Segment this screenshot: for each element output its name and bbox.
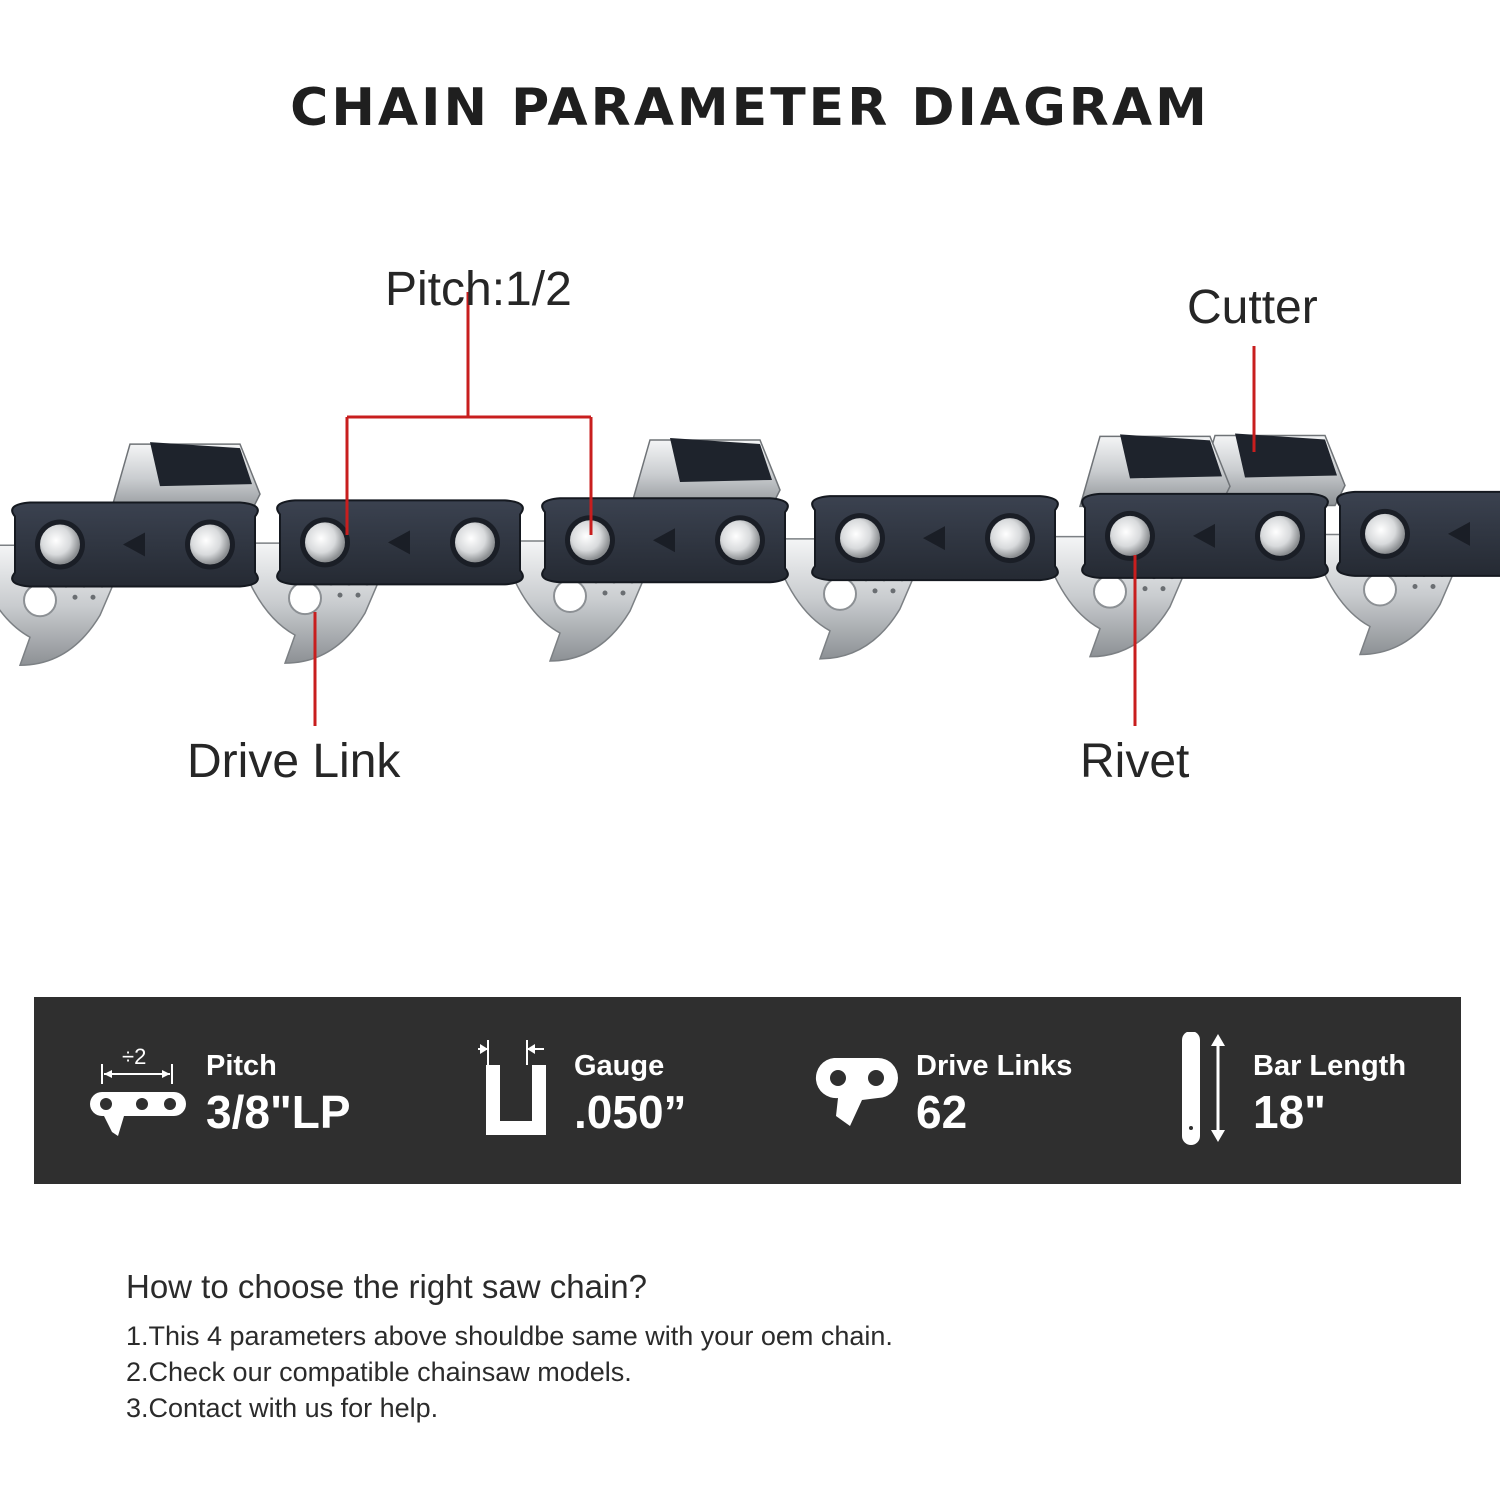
- rivet: [190, 524, 230, 565]
- spec-pitch-label: Pitch: [206, 1050, 277, 1082]
- cutter-left: [109, 442, 261, 515]
- chain-illustration: [0, 292, 1500, 726]
- drive-link-dot: [872, 588, 878, 594]
- side-link-mark: [388, 530, 410, 555]
- cutter-right: [1194, 433, 1346, 507]
- rivet: [720, 520, 760, 561]
- bar-length-icon: [1182, 1032, 1225, 1145]
- rivet: [840, 518, 880, 559]
- side-link-mark: [1448, 521, 1470, 546]
- spec-bar-length: Bar Length 18": [1174, 997, 1454, 1184]
- drive-link-hole: [23, 583, 57, 618]
- drive-link-callout-label: Drive Link: [187, 735, 401, 788]
- spec-pitch: ÷2 Pitch 3/8"LP: [84, 997, 414, 1184]
- spec-drive-links-value: 62: [916, 1086, 968, 1138]
- drive-link-dot: [72, 594, 78, 600]
- drive-link-dot: [602, 590, 608, 596]
- cutter-tooth: [1120, 434, 1222, 479]
- side-link-mark: [1193, 523, 1215, 548]
- howto-section: How to choose the right saw chain? 1.Thi…: [126, 1268, 1426, 1426]
- howto-step: 3.Contact with us for help.: [126, 1393, 439, 1423]
- drive-link-hole: [1093, 574, 1127, 609]
- rivet: [570, 520, 610, 561]
- howto-heading: How to choose the right saw chain?: [126, 1268, 647, 1305]
- spec-gauge-label: Gauge: [574, 1050, 665, 1082]
- drive-link-dot: [337, 592, 343, 598]
- spec-gauge-value: .050”: [574, 1086, 687, 1138]
- page-title: CHAIN PARAMETER DIAGRAM: [290, 78, 1210, 138]
- pitch-callout-label: Pitch:1/2: [385, 263, 572, 316]
- drive-link-dot: [890, 588, 896, 594]
- howto-step: 1.This 4 parameters above shouldbe same …: [126, 1321, 893, 1351]
- pitch-icon-label: ÷2: [122, 1044, 146, 1069]
- drive-link-dot: [90, 594, 96, 600]
- spec-pitch-value: 3/8"LP: [206, 1086, 351, 1138]
- drive-link-dot: [1160, 586, 1166, 592]
- side-link: [541, 497, 789, 584]
- pitch-callout-line: [345, 292, 593, 535]
- pitch-icon: ÷2: [90, 1044, 186, 1136]
- side-link: [1336, 490, 1500, 577]
- cutter-middle: [629, 437, 781, 511]
- side-link: [276, 499, 524, 586]
- spec-drive-links-label: Drive Links: [916, 1050, 1073, 1082]
- spec-gauge: Gauge .050”: [474, 997, 794, 1184]
- side-link-mark: [123, 532, 145, 557]
- drive-link-hole: [1363, 572, 1397, 607]
- drive-link-dot: [1142, 586, 1148, 592]
- drive-link-dot: [355, 592, 361, 598]
- cutter-tooth: [150, 442, 252, 487]
- drive-link-dot: [620, 590, 626, 596]
- gauge-icon: [478, 1040, 546, 1135]
- drive-link-dot: [1412, 584, 1418, 590]
- depth-gauge: [1079, 434, 1231, 508]
- side-link: [11, 501, 259, 588]
- spec-bar-length-value: 18": [1253, 1086, 1326, 1138]
- spec-drive-links: Drive Links 62: [814, 997, 1154, 1184]
- drive-link-hole: [823, 576, 857, 611]
- spec-bar-length-label: Bar Length: [1253, 1050, 1407, 1082]
- drive-link-hole: [288, 581, 322, 616]
- spec-bar: ÷2 Pitch 3/8"LP Gauge .050” Drive Links: [34, 997, 1461, 1184]
- rivet-callout-label: Rivet: [1080, 735, 1190, 788]
- drive-link-hole: [553, 579, 587, 613]
- rivet: [40, 524, 80, 565]
- side-link: [1081, 492, 1329, 579]
- drive-link-icon: [815, 1058, 898, 1126]
- cutter-tooth: [670, 437, 772, 482]
- cutter-callout-label: Cutter: [1187, 281, 1318, 334]
- drive-link-dot: [1430, 584, 1436, 590]
- rivet: [990, 518, 1030, 559]
- rivet: [305, 522, 345, 563]
- side-link: [811, 495, 1059, 582]
- rivet: [1110, 515, 1150, 556]
- rivet: [455, 522, 495, 563]
- cutter-tooth: [1235, 433, 1337, 478]
- side-link-mark: [923, 526, 945, 551]
- rivet: [1260, 515, 1300, 556]
- howto-steps: 1.This 4 parameters above shouldbe same …: [126, 1318, 1426, 1426]
- rivet: [1365, 513, 1405, 554]
- side-link-mark: [653, 528, 675, 553]
- howto-step: 2.Check our compatible chainsaw models.: [126, 1357, 632, 1387]
